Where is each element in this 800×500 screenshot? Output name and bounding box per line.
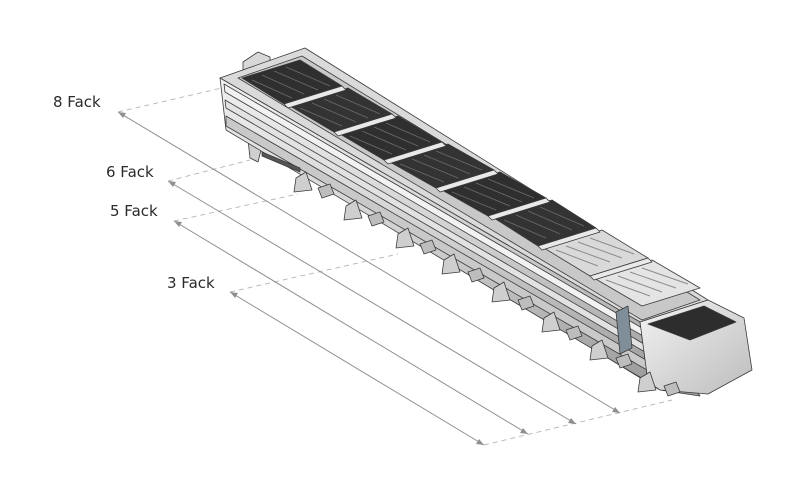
ext-line-6-fack (167, 159, 251, 182)
foot-2 (343, 199, 363, 221)
ext-line-right (483, 399, 673, 446)
dimension-group: 8 Fack 6 Fack 5 Fack 3 Fack (53, 87, 673, 446)
ext-line-8-fack (117, 87, 223, 113)
ext-line-3-fack (229, 253, 399, 293)
dimension-line-8-fack (117, 111, 621, 414)
arrow-heads (118, 112, 620, 445)
rear-comb (261, 151, 301, 173)
dimension-label-3-fack: 3 Fack (167, 274, 215, 292)
foot-8 (637, 371, 657, 393)
bottom-brackets (317, 183, 681, 397)
foot-4 (441, 253, 461, 275)
foot-1 (293, 171, 313, 193)
dimension-label-6-fack: 6 Fack (106, 163, 154, 181)
foot-5 (491, 281, 511, 303)
dimension-label-5-fack: 5 Fack (110, 202, 158, 220)
shelf-assembly (219, 47, 753, 397)
foot-3 (395, 227, 415, 249)
foot-7 (589, 339, 609, 361)
dimension-line-5-fack (173, 220, 529, 435)
tray-ridges (251, 66, 585, 239)
rail-front-upper (223, 83, 644, 337)
deck-dividers (283, 85, 653, 281)
dimension-line-3-fack (229, 291, 485, 446)
end-cap-inner (647, 305, 737, 341)
dimension-line-6-fack (167, 180, 577, 425)
ext-line-5-fack (173, 193, 299, 222)
tray-slats (555, 237, 689, 297)
dimension-label-8-fack: 8 Fack (53, 93, 101, 111)
support-feet (293, 171, 657, 393)
foot-6 (541, 311, 561, 333)
rail-clip (615, 305, 633, 355)
